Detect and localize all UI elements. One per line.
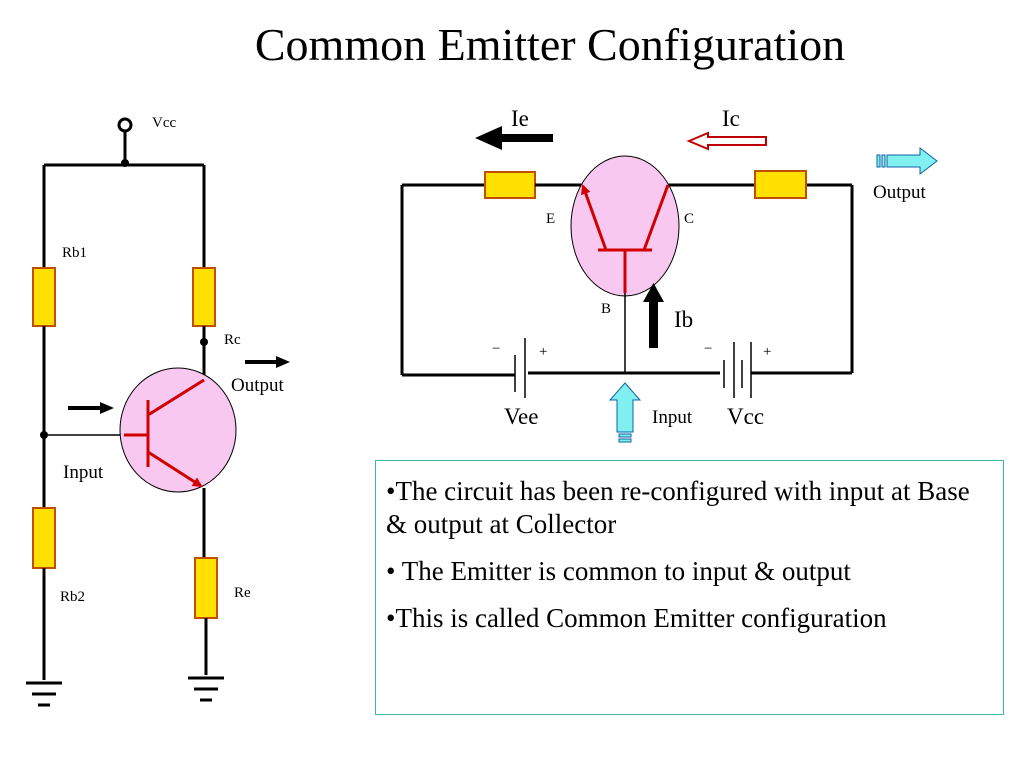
note-item: •The circuit has been re-configured with…: [386, 476, 970, 539]
emitter-label: E: [546, 211, 555, 227]
vcc-minus-label: −: [704, 341, 712, 357]
emitter-resistor: [484, 171, 536, 199]
vee-battery-icon: [514, 338, 526, 398]
right-output-label: Output: [873, 182, 927, 203]
ground-icon: [26, 681, 62, 707]
vcc-battery-icon: [723, 342, 752, 398]
vcc-right-label: Vcc: [727, 404, 764, 429]
note-item: •This is called Common Emitter configura…: [386, 603, 887, 633]
vcc-label: Vcc: [152, 115, 176, 131]
notes-box: •The circuit has been re-configured with…: [375, 460, 1004, 715]
ic-label: Ic: [722, 106, 740, 131]
rb1-label: Rb1: [62, 245, 87, 261]
rc-label: Rc: [224, 332, 241, 348]
re-label: Re: [234, 585, 251, 601]
base-label: B: [601, 301, 611, 317]
page-title: Common Emitter Configuration: [254, 19, 846, 70]
left-circuit: Vcc Rb1 Rb2 Rc: [26, 115, 290, 707]
rb1-resistor: [32, 267, 56, 327]
input-label: Input: [63, 462, 104, 483]
right-circuit: E C B − + Vee − + Vcc Ie Ic: [400, 106, 938, 443]
output-arrow-icon: [876, 146, 938, 176]
collector-label: C: [684, 211, 694, 227]
ic-arrow-icon: [686, 131, 767, 151]
ground-icon: [188, 676, 224, 702]
transistor-body: [119, 367, 237, 493]
emitter-lead: [147, 450, 203, 488]
input-arrow-icon: [608, 382, 642, 443]
emitter-lead: [581, 184, 608, 251]
ib-label: Ib: [674, 307, 693, 332]
right-input-label: Input: [652, 407, 693, 428]
ie-arrow-icon: [475, 126, 553, 150]
vee-plus-label: +: [539, 344, 547, 360]
vcc-plus-label: +: [763, 344, 771, 360]
re-resistor: [194, 557, 218, 619]
collector-resistor: [754, 170, 807, 199]
rb2-label: Rb2: [60, 589, 85, 605]
output-label: Output: [231, 375, 285, 396]
ie-label: Ie: [511, 106, 529, 131]
rb2-resistor: [32, 507, 56, 569]
output-arrow-icon: [245, 356, 290, 368]
vee-label: Vee: [504, 404, 538, 429]
ib-arrow-icon: [643, 283, 664, 348]
rc-resistor: [192, 267, 216, 327]
vcc-terminal: [117, 117, 133, 133]
collector-lead: [642, 184, 670, 251]
note-item: • The Emitter is common to input & outpu…: [386, 556, 851, 586]
vee-minus-label: −: [492, 341, 500, 357]
input-arrow-icon: [68, 402, 114, 414]
